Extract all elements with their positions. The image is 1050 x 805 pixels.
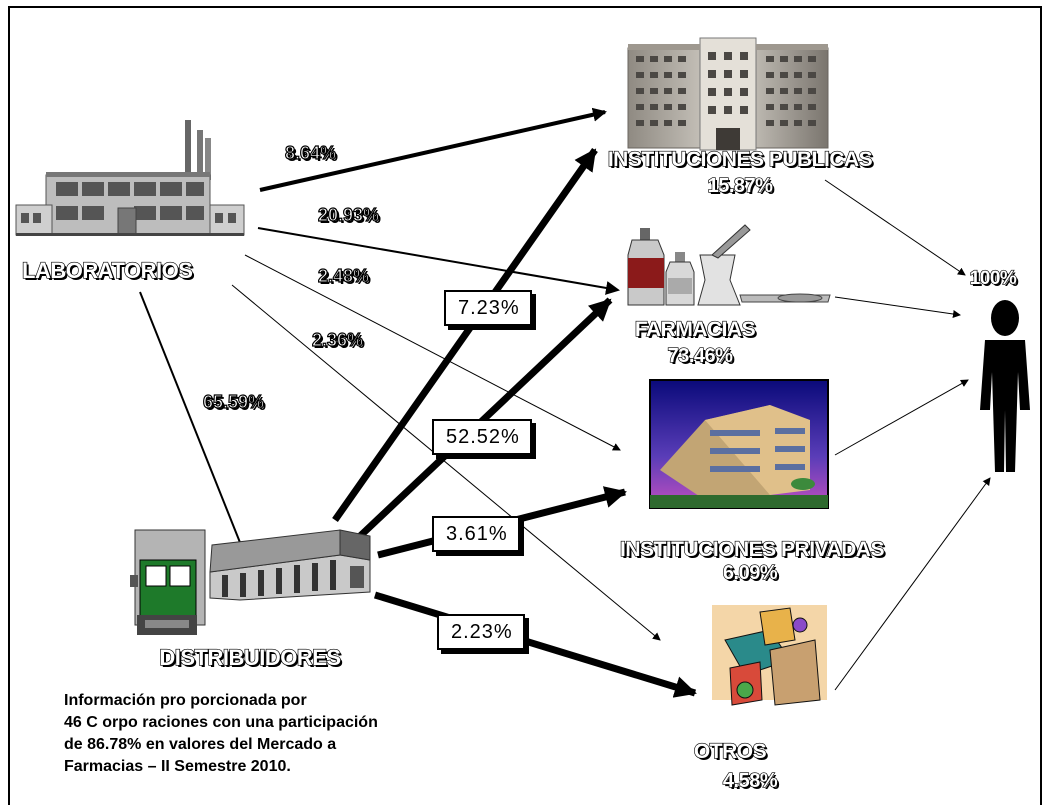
pharmacy-icon (627, 224, 831, 306)
flow-lab-to-privadas (244, 254, 621, 451)
label-otros: OTROS (693, 739, 767, 763)
flow-dist-to-otros (373, 591, 697, 698)
flow-farmacias-to-consumer (834, 296, 961, 318)
flow-dist-to-publicas (332, 147, 598, 523)
pct-otros: 4.58% (722, 769, 778, 792)
pct-consumidor: 100% (969, 267, 1017, 289)
public-building-icon (627, 37, 829, 151)
pct-farmacias: 73.46% (667, 344, 734, 367)
source-note: Información pro porcionada por 46 C orpo… (64, 690, 504, 778)
pct-lab-to-publicas: 8.64% (284, 142, 337, 163)
pct-lab-to-otros: 2.36% (311, 329, 364, 350)
label-instituciones-publicas: INSTITUCIONES PUBLICAS (607, 147, 873, 171)
pct-instituciones-publicas: 15.87% (707, 174, 774, 197)
label-instituciones-privadas: INSTITUCIONES PRIVADAS (619, 537, 885, 561)
box-dist-to-publicas: 7.23% (444, 290, 532, 326)
flow-lab-to-otros (231, 284, 661, 641)
source-note-line: de 86.78% en valores del Mercado a (64, 736, 337, 753)
pct-lab-to-farmacias: 20.93% (317, 204, 380, 225)
box-dist-to-privadas: 3.61% (432, 516, 520, 552)
source-note-line: 46 C orpo raciones con una participación (64, 714, 378, 731)
pct-lab-to-privadas: 2.48% (317, 265, 370, 286)
pct-instituciones-privadas: 6.09% (722, 561, 778, 584)
box-dist-to-otros: 2.23% (437, 614, 525, 650)
pct-lab-to-distribuidores: 65.59% (202, 391, 265, 412)
source-note-line: Farmacias – II Semestre 2010. (64, 758, 291, 775)
factory-icon (15, 120, 245, 236)
source-note-line: Información pro porcionada por (64, 692, 307, 709)
flow-lab-to-farmacias (257, 227, 620, 295)
flow-otros-to-consumer (834, 477, 991, 691)
person-icon (980, 300, 1030, 472)
warehouse-icon (209, 529, 371, 601)
flow-privadas-to-consumer (834, 379, 969, 456)
flow-lab-to-publicas (259, 107, 607, 192)
shopping-icon (712, 605, 827, 706)
flow-publicas-to-consumer (824, 179, 966, 276)
flow-lab-to-distribuidores (139, 291, 248, 557)
label-distribuidores: DISTRIBUIDORES (159, 644, 342, 670)
label-farmacias: FARMACIAS (634, 317, 756, 341)
box-dist-to-farmacias: 52.52% (432, 419, 532, 455)
label-laboratorios: LABORATORIOS (21, 257, 193, 283)
diagram-frame (8, 6, 1042, 805)
private-building-icon (649, 379, 829, 509)
truck-icon (130, 529, 206, 635)
